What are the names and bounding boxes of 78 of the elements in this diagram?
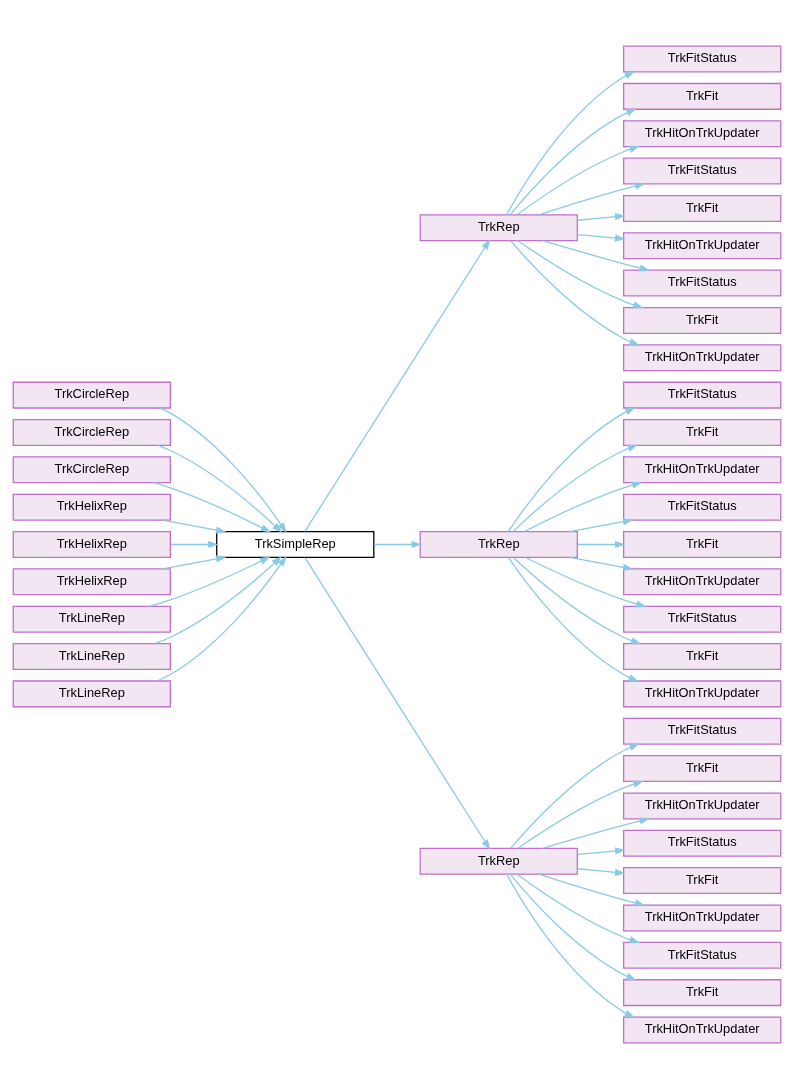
arrow <box>157 444 283 533</box>
arrow <box>512 444 638 532</box>
node-box: TrkFit <box>623 866 782 894</box>
arrow <box>153 555 282 644</box>
node-box: TrkCircleRep <box>12 455 171 483</box>
node-box: TrkHelixRep <box>12 530 171 558</box>
arrow <box>542 816 650 849</box>
node-box: TrkHitOnTrkUpdater <box>623 791 782 819</box>
node-box: TrkHitOnTrkUpdater <box>623 343 782 371</box>
node-box: TrkHelixRep <box>12 567 171 595</box>
arrow <box>162 554 227 570</box>
arrow <box>538 873 646 906</box>
node-box: TrkRep <box>419 530 578 558</box>
arrow <box>506 873 635 1018</box>
arrow <box>577 212 626 221</box>
node-box: TrkFitStatus <box>623 717 782 745</box>
node-box: TrkHitOnTrkUpdater <box>623 567 782 595</box>
node-box: TrkFit <box>623 978 782 1006</box>
node-box: TrkFitStatus <box>623 605 782 633</box>
arrow <box>507 406 636 532</box>
arrow <box>170 540 219 548</box>
arrow <box>510 742 640 849</box>
node-box: TrkLineRep <box>12 605 171 633</box>
node-box: TrkFitStatus <box>623 941 782 969</box>
arrow <box>516 873 640 943</box>
node-box: TrkFitStatus <box>623 157 782 185</box>
node-box: TrkHitOnTrkUpdater <box>623 1015 782 1043</box>
arrow <box>569 517 634 532</box>
arrow <box>577 233 626 242</box>
arrow <box>577 846 626 855</box>
arrow <box>156 555 287 682</box>
arrow <box>510 239 640 346</box>
arrow <box>304 556 491 850</box>
arrow <box>538 182 646 215</box>
arrow <box>524 556 647 607</box>
node-box: TrkHitOnTrkUpdater <box>623 119 782 147</box>
node-box: TrkHitOnTrkUpdater <box>623 903 782 931</box>
node-box: TrkHitOnTrkUpdater <box>623 455 782 483</box>
node-box: TrkFit <box>623 194 782 222</box>
arrow <box>507 556 639 682</box>
arrow <box>153 481 272 532</box>
node-box: TrkFitStatus <box>623 45 782 73</box>
arrow <box>513 556 642 644</box>
node-box: TrkFit <box>623 306 782 334</box>
arrow <box>542 239 650 272</box>
arrow <box>162 518 227 534</box>
node-box: TrkFit <box>623 754 782 782</box>
arrow <box>577 540 626 548</box>
arrow <box>517 780 644 849</box>
arrow <box>506 70 635 215</box>
node-box: TrkFitStatus <box>623 493 782 521</box>
node-box: TrkRep <box>419 213 578 241</box>
arrow <box>509 873 637 980</box>
arrow <box>373 540 422 548</box>
node-box: TrkLineRep <box>12 679 171 707</box>
arrow <box>159 407 287 533</box>
arrow <box>517 239 644 308</box>
node-box: TrkHitOnTrkUpdater <box>623 679 782 707</box>
node-box: TrkLineRep <box>12 642 171 670</box>
node-box: TrkFit <box>623 82 782 110</box>
node-box: TrkFit <box>623 418 782 446</box>
node-box: TrkFitStatus <box>623 381 782 409</box>
arrow <box>509 108 637 215</box>
node-box: TrkCircleRep <box>12 381 171 409</box>
arrow <box>516 145 640 215</box>
arrow <box>569 556 634 571</box>
arrow <box>304 238 491 532</box>
node-box: TrkCircleRep <box>12 418 171 446</box>
node-box: TrkFitStatus <box>623 829 782 857</box>
node-box: TrkHitOnTrkUpdater <box>623 231 782 259</box>
node-box: TrkHelixRep <box>12 493 171 521</box>
node-box: TrkRep <box>419 847 578 875</box>
arrow <box>523 481 643 532</box>
node-box: TrkFit <box>623 642 782 670</box>
node-box: TrkFitStatus <box>623 269 782 297</box>
node-box: TrkSimpleRep <box>216 530 375 558</box>
arrow <box>577 867 626 876</box>
node-box: TrkFit <box>623 530 782 558</box>
